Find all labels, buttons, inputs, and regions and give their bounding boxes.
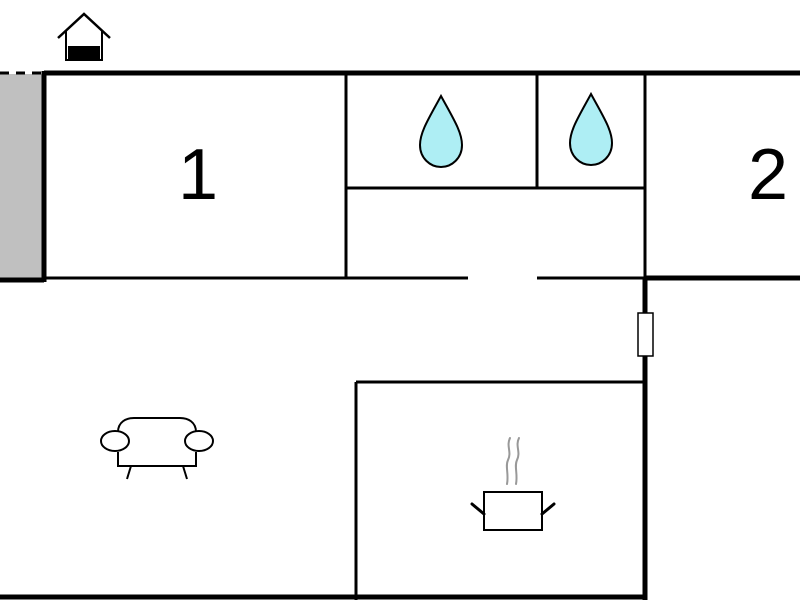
steam bbox=[505, 437, 520, 485]
terrace bbox=[0, 71, 44, 280]
cooking-pot-icon bbox=[470, 437, 556, 531]
house-entrance-icon bbox=[57, 12, 111, 61]
walls bbox=[0, 70, 800, 600]
sofa-icon bbox=[100, 417, 214, 480]
window bbox=[637, 312, 654, 357]
room-label-2: 2 bbox=[748, 135, 788, 215]
water-drop-icon bbox=[568, 91, 614, 167]
room-label-1: 1 bbox=[178, 135, 218, 215]
water-drop-icon bbox=[418, 93, 464, 169]
